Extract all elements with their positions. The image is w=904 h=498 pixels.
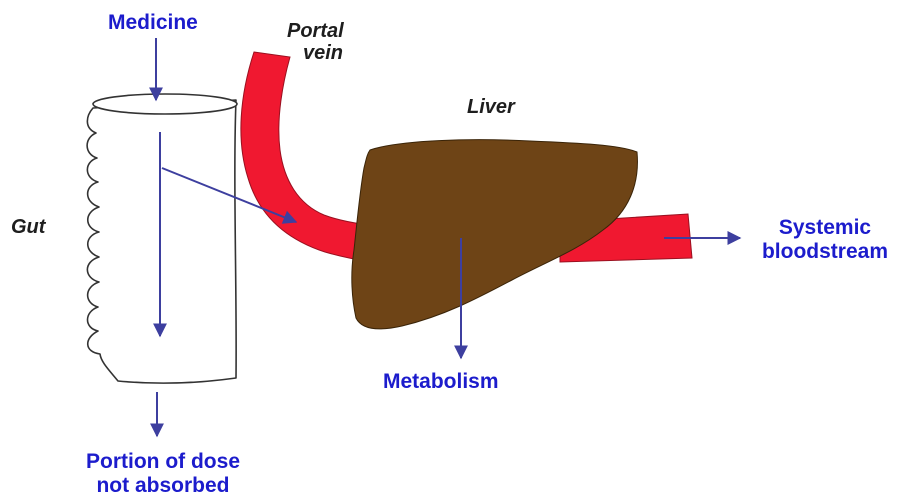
gut-label: Gut (11, 216, 45, 238)
liver-shape (352, 140, 638, 329)
gut-cylinder (87, 94, 237, 383)
systemic-label-line1: Systemic (750, 216, 900, 240)
systemic-label-line2: bloodstream (750, 240, 900, 264)
portal-vein-label-line2: vein (287, 42, 344, 64)
systemic-bloodstream-label: Systemic bloodstream (750, 216, 900, 263)
liver-label: Liver (467, 96, 515, 118)
metabolism-label: Metabolism (383, 370, 499, 394)
portal-vein-label-line1: Portal (287, 20, 344, 42)
portal-vein-label: Portal vein (287, 20, 344, 65)
medicine-label: Medicine (108, 11, 198, 35)
not-absorbed-label-line2: not absorbed (58, 474, 268, 498)
not-absorbed-label-line1: Portion of dose (58, 450, 268, 474)
not-absorbed-label: Portion of dose not absorbed (58, 450, 268, 497)
